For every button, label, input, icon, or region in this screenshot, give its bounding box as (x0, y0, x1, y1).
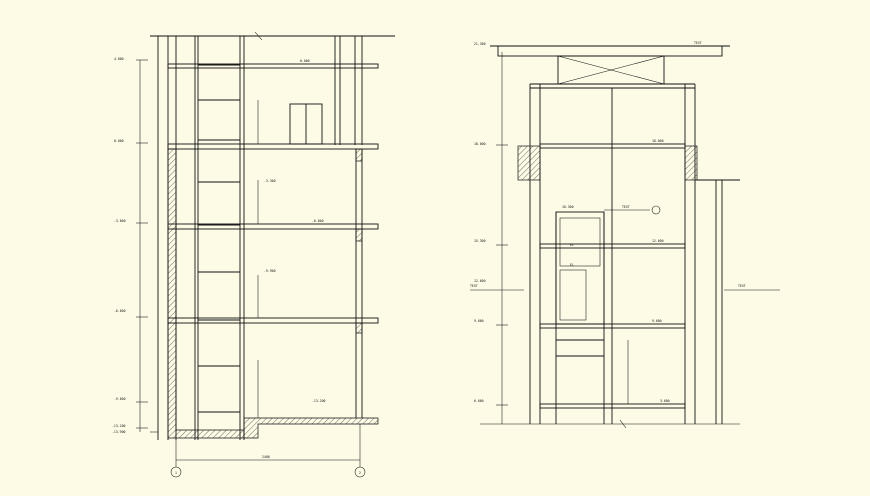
left-floor-label: 0.000 (300, 59, 310, 63)
right-floor-label: 18.000 (652, 139, 664, 143)
left-shaft-rungs (198, 64, 240, 413)
right-floor-label: 3.600 (660, 399, 670, 403)
right-floor-label: 9.600 (652, 319, 662, 323)
right-roof-beam (497, 45, 723, 57)
right-elev-label: 12.600 (474, 279, 486, 283)
right-elev-label: 9.600 (474, 319, 484, 323)
elevator-car (555, 211, 605, 325)
left-elev-label: 0.000 (114, 139, 124, 143)
axis-marker-label: 2 (359, 471, 361, 475)
left-elev-label: -3.600 (114, 219, 126, 223)
left-elev-label: 4.800 (114, 57, 124, 61)
right-floor-label: 12.600 (652, 239, 664, 243)
left-elevator-section: 4.800 0.000 -3.600 -6.600 -9.600 -13.200… (112, 31, 395, 478)
left-elev-label: -6.600 (114, 309, 126, 313)
note-label: TEXT (738, 284, 746, 288)
left-elev-label: -9.600 (114, 397, 126, 401)
right-floor-beams (539, 143, 686, 409)
left-hatched-wall (167, 148, 245, 439)
note-label: TEXT (470, 284, 478, 288)
left-floor-label: -3.300 (264, 179, 276, 183)
bottom-dimension: 2400 (262, 455, 270, 459)
right-elevator-section: 21.300 18.000 15.300 12.600 9.600 6.600 … (470, 41, 780, 429)
left-elev-label: -13.900 (112, 430, 126, 434)
right-elev-label: 21.300 (474, 42, 486, 46)
right-elev-label: 18.000 (474, 142, 486, 146)
right-elev-label: 6.600 (474, 399, 484, 403)
left-floor-label: -9.900 (264, 269, 276, 273)
cabin-label: 10.300 (562, 205, 574, 209)
left-floor-label: -13.200 (312, 399, 326, 403)
cabin-label: EL (570, 243, 574, 247)
note-label: TEXT (694, 41, 702, 45)
left-floor-label: -6.600 (312, 219, 324, 223)
left-pit-base (243, 417, 379, 439)
cabin-label: EL (570, 263, 574, 267)
left-elev-label: -13.200 (112, 424, 126, 428)
right-elev-label: 15.300 (474, 239, 486, 243)
note-label: TEXT (622, 205, 630, 209)
left-floor-slabs (167, 63, 379, 324)
axis-marker-label: 1 (175, 471, 177, 475)
